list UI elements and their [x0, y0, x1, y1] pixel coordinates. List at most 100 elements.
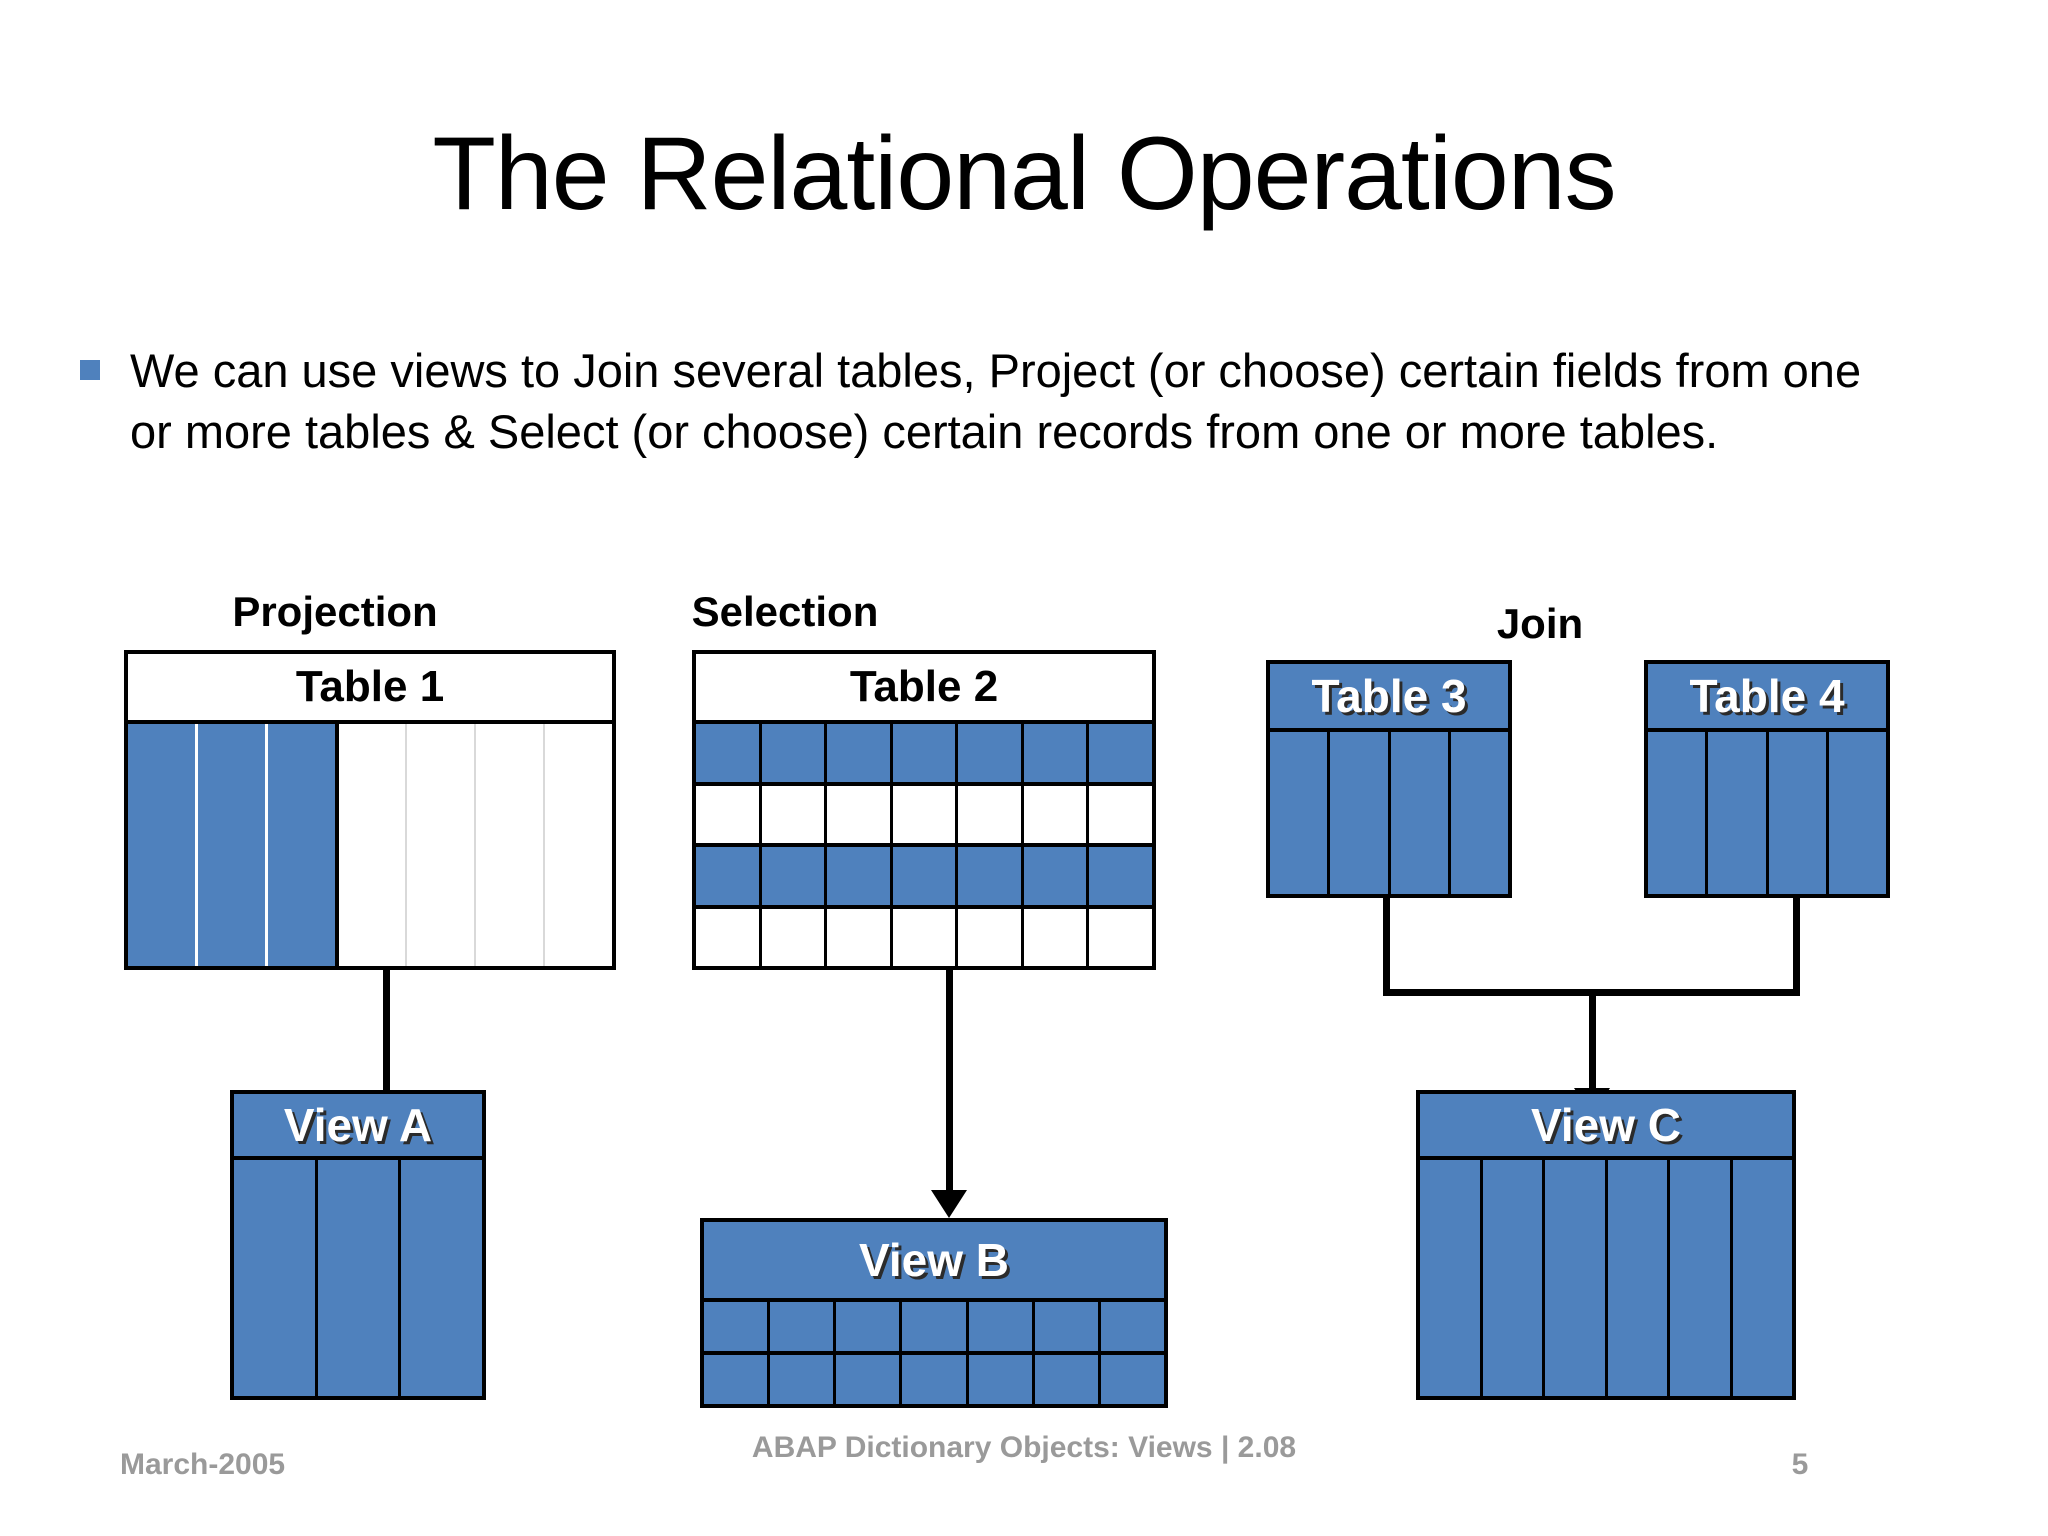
table-2-cell [1089, 724, 1153, 782]
view-b-cell [1034, 1302, 1101, 1351]
view-b-cell [836, 1302, 903, 1351]
connector-table2-viewb [946, 966, 953, 1198]
section-heading-selection: Selection [691, 588, 879, 635]
view-a[interactable]: View A [230, 1090, 486, 1400]
view-a-cell [234, 1160, 318, 1396]
view-b-cell [770, 1355, 837, 1404]
table-2-cell [1089, 785, 1153, 843]
table-3-body [1270, 732, 1508, 894]
table-3[interactable]: Table 3 [1266, 660, 1512, 898]
view-c[interactable]: View C [1416, 1090, 1796, 1400]
table-4-cell [1708, 732, 1769, 894]
connector-join-horizontal [1383, 989, 1800, 996]
table-1-cell [128, 724, 198, 966]
table-row [696, 785, 1153, 847]
table-3-cell [1450, 732, 1508, 894]
table-2-cell [958, 908, 1024, 966]
bullet-paragraph: We can use views to Join several tables,… [80, 340, 1930, 462]
section-heading-join: Join [1496, 600, 1584, 647]
table-2-cell [958, 847, 1024, 905]
table-row [696, 847, 1153, 909]
table-2-cell [696, 847, 762, 905]
view-a-title: View A [283, 1099, 433, 1151]
table-row [704, 1302, 1164, 1355]
view-b-cell [704, 1302, 771, 1351]
table-1-cell [267, 724, 335, 966]
table-3-cell [1390, 732, 1451, 894]
connector-join-viewc [1589, 996, 1596, 1096]
table-4-cell [1648, 732, 1709, 894]
view-b-cell [1034, 1355, 1101, 1404]
connector-table3-down [1383, 896, 1390, 996]
table-3-title: Table 3 [1311, 670, 1467, 722]
table-2-cell [761, 847, 828, 905]
table-1-body [128, 724, 613, 966]
view-c-cell [1420, 1160, 1483, 1396]
table-2-cell [1023, 785, 1090, 843]
table-3-cell [1270, 732, 1331, 894]
table-1-cell [197, 724, 268, 966]
table-2-cell [827, 724, 893, 782]
table-2-cell [892, 908, 959, 966]
table-4-cell [1768, 732, 1829, 894]
section-heading-projection: Projection [232, 588, 438, 635]
table-3-cell [1330, 732, 1391, 894]
view-b-cell [836, 1355, 903, 1404]
table-2-cell [696, 908, 762, 966]
table-4[interactable]: Table 4 [1644, 660, 1890, 898]
view-c-cell [1732, 1160, 1792, 1396]
table-1[interactable]: Table 1 [124, 650, 616, 970]
table-2-body [696, 724, 1153, 966]
table-2-title: Table 2 [849, 662, 999, 711]
view-c-cell [1670, 1160, 1733, 1396]
connector-table4-down [1793, 896, 1800, 996]
view-c-cell [1545, 1160, 1608, 1396]
table-row [696, 908, 1153, 966]
table-1-cell [545, 724, 613, 966]
table-2-cell [761, 724, 828, 782]
view-b-cell [968, 1302, 1035, 1351]
table-3-header: Table 3 [1270, 664, 1508, 732]
table-4-title: Table 4 [1689, 670, 1845, 722]
table-2-cell [892, 785, 959, 843]
table-2-cell [827, 847, 893, 905]
table-row [704, 1355, 1164, 1404]
view-a-cell [401, 1160, 483, 1396]
table-2-cell [1023, 847, 1090, 905]
table-4-header: Table 4 [1648, 664, 1886, 732]
page-title: The Relational Operations [432, 116, 1616, 232]
table-2-cell [761, 785, 828, 843]
table-2-cell [1023, 908, 1090, 966]
view-b-cell [1100, 1355, 1164, 1404]
table-row [696, 724, 1153, 786]
table-2[interactable]: Table 2 [692, 650, 1156, 970]
table-2-cell [696, 785, 762, 843]
view-b-cell [902, 1302, 969, 1351]
view-c-cell [1607, 1160, 1670, 1396]
view-b-cell [968, 1355, 1035, 1404]
table-2-cell [958, 724, 1024, 782]
table-2-cell [1089, 908, 1153, 966]
view-b-header: View B [704, 1222, 1164, 1302]
table-2-cell [827, 785, 893, 843]
view-b-body [704, 1302, 1164, 1404]
table-2-cell [761, 908, 828, 966]
square-bullet-icon [80, 360, 100, 380]
table-2-cell [1023, 724, 1090, 782]
view-c-cell [1482, 1160, 1545, 1396]
footer-subtitle: ABAP Dictionary Objects: Views | 2.08 [751, 1431, 1297, 1464]
page-number: 5 [1791, 1448, 1809, 1481]
table-1-title: Table 1 [295, 662, 445, 711]
table-1-cell [476, 724, 546, 966]
table-2-header: Table 2 [696, 654, 1152, 724]
view-a-body [234, 1160, 483, 1396]
view-c-body [1420, 1160, 1792, 1396]
view-b[interactable]: View B [700, 1218, 1168, 1408]
table-4-cell [1828, 732, 1886, 894]
view-a-header: View A [234, 1094, 482, 1160]
table-1-cell [334, 724, 408, 966]
bullet-text: We can use views to Join several tables,… [130, 344, 1862, 459]
table-1-cell [407, 724, 477, 966]
footer-date: March-2005 [120, 1448, 286, 1481]
table-2-cell [892, 724, 959, 782]
